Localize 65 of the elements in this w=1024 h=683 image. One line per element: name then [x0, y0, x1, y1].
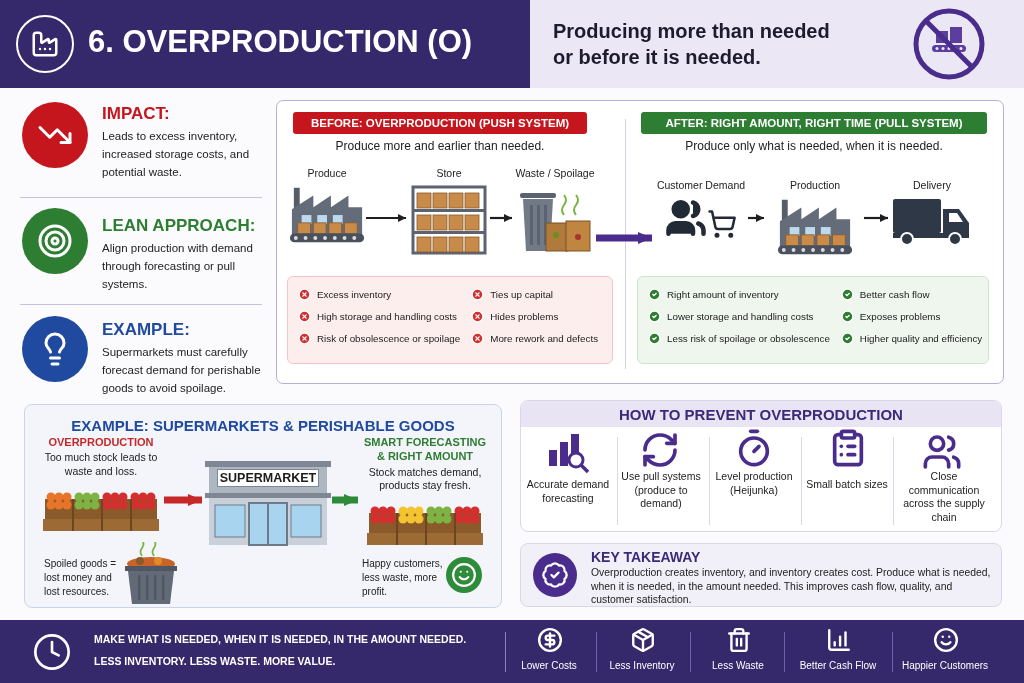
- step-label: Delivery: [912, 179, 952, 191]
- description-text: Supermarkets must carefully forecast demand for perishable goods to avoid spoilage.: [102, 345, 262, 396]
- flow-arrow: [366, 214, 406, 222]
- section-subtitle: Produce only what is needed, when it is needed.: [684, 139, 944, 153]
- page-subtitle: Producing more than needed or before it is needed.: [553, 19, 831, 70]
- section-badge: BEFORE: OVERPRODUCTION (PUSH SYSTEM): [293, 112, 587, 134]
- flow-arrow: [490, 214, 512, 222]
- crate-text: Too much stock leads to waste and loss.: [43, 451, 159, 479]
- crate-text: Stock matches demand, products stay fresh.: [367, 465, 483, 493]
- list-item-text: Risk of obsolescence or spoilage: [317, 333, 461, 344]
- tip-text: Use pull systems (produce to demand): [620, 470, 702, 511]
- section-badge: AFTER: RIGHT AMOUNT, RIGHT TIME (PULL SYSTEM): [641, 112, 987, 134]
- step-label: Store: [435, 167, 463, 179]
- benefit-text: Happier Customers: [900, 660, 990, 671]
- list-item-text: Better cash flow: [859, 289, 930, 300]
- checklist-box: [637, 276, 989, 364]
- note-text: Spoiled goods = lost money and lost resources.: [44, 557, 117, 599]
- description-text: Leads to excess inventory, increased storage costs, and potential waste.: [102, 129, 251, 180]
- tips-panel: [520, 400, 1002, 532]
- flow-arrow: [864, 214, 888, 222]
- list-item-text: Exposes problems: [859, 311, 941, 322]
- takeaway-heading: KEY TAKEAWAY: [591, 549, 701, 565]
- page-title: 6. OVERPRODUCTION (O): [88, 24, 473, 60]
- benefit-text: Less Inventory: [608, 660, 676, 671]
- comparison-panel: [276, 100, 1004, 384]
- step-label: Waste / Spoilage: [514, 167, 596, 179]
- tip-text: Accurate demand forecasting: [525, 478, 611, 506]
- section-heading: EXAMPLE:: [102, 320, 191, 340]
- example-panel: [24, 404, 502, 608]
- takeaway-card: [520, 543, 1002, 607]
- panel-title: HOW TO PREVENT OVERPRODUCTION: [619, 406, 903, 423]
- section-heading: IMPACT:: [102, 104, 171, 124]
- step-label: Produce: [306, 167, 348, 179]
- header-band: [0, 0, 1024, 88]
- note-text: Happy customers, less waste, more profit.: [362, 557, 444, 599]
- panel-title: EXAMPLE: SUPERMARKETS & PERISHABLE GOODS: [71, 417, 455, 434]
- list-item-text: Excess inventory: [317, 289, 392, 300]
- list-item-text: Hides problems: [490, 311, 559, 322]
- benefit-text: Lower Costs: [520, 660, 578, 671]
- tip-text: Close communication across the supply chain: [902, 470, 986, 525]
- list-item-text: Higher quality and efficiency: [859, 333, 983, 344]
- step-label: Customer Demand: [655, 179, 747, 191]
- benefit-text: Better Cash Flow: [798, 660, 878, 671]
- benefit-text: Less Waste: [711, 660, 765, 671]
- list-item-text: Ties up capital: [490, 289, 554, 300]
- takeaway-text: Overproduction creates inventory, and inventory creates cost. Produce what is needed, when it is needed, in the amount needed. This improves cash flow, quality, and customer satisfaction.: [591, 566, 991, 607]
- list-item-text: Less risk of spoilage or obsolescence: [667, 333, 830, 344]
- list-item-text: High storage and handling costs: [317, 311, 457, 322]
- list-item-text: More rework and defects: [490, 333, 599, 344]
- list-item-text: Right amount of inventory: [667, 289, 779, 300]
- description-text: Align production with demand through forecasting or pull systems.: [102, 241, 254, 292]
- section-heading: LEAN APPROACH:: [102, 216, 257, 236]
- slogan-text: LESS INVENTORY. LESS WASTE. MORE VALUE.: [94, 655, 336, 667]
- footer-band: [0, 620, 1024, 683]
- list-item-text: Lower storage and handling costs: [667, 311, 814, 322]
- tip-text: Small batch sizes: [805, 478, 889, 492]
- section-subtitle: Produce more and earlier than needed.: [334, 139, 546, 153]
- step-label: Production: [788, 179, 842, 191]
- store-sign: SUPERMARKET: [217, 469, 319, 487]
- flow-arrow: [748, 214, 764, 222]
- crate-heading: OVERPRODUCTION: [47, 435, 155, 450]
- checklist-box: [287, 276, 613, 364]
- slogan-text: MAKE WHAT IS NEEDED, WHEN IT IS NEEDED, IN THE AMOUNT NEEDED.: [94, 633, 467, 645]
- crate-heading: SMART FORECASTING & RIGHT AMOUNT: [362, 435, 488, 464]
- tip-text: Level production (Heijunka): [714, 470, 794, 498]
